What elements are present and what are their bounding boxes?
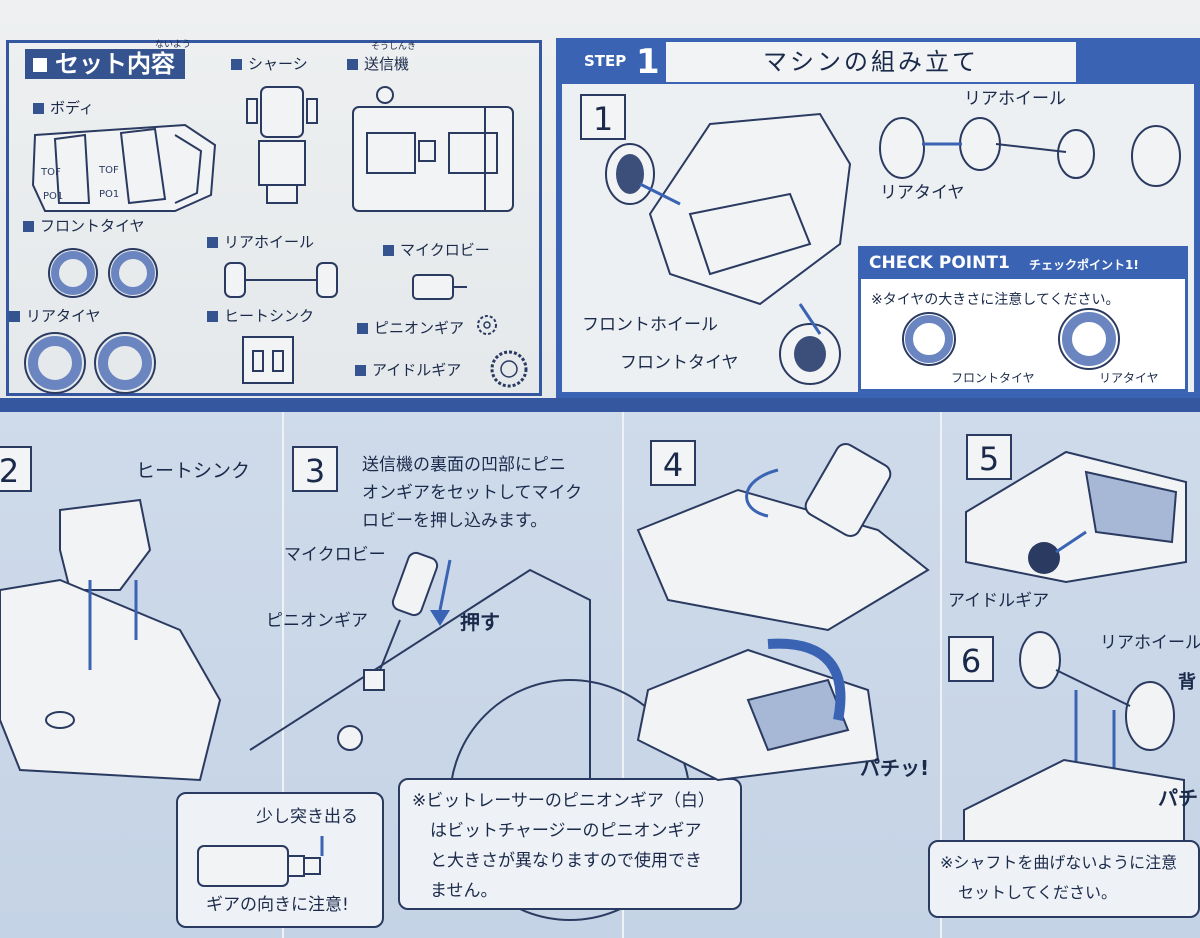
- step-number-1: 1: [580, 94, 626, 140]
- checkpoint-subtitle: チェックポイント1!: [1029, 258, 1139, 272]
- step-number-4: 4: [650, 440, 696, 486]
- rear-wheel-axle-illustration: [224, 262, 338, 298]
- parts-item-chassis: シャーシ: [231, 53, 308, 74]
- checkpoint-text: ※タイヤの大きさに注意してください。: [871, 292, 1120, 308]
- step6-snap-text: パチ: [1158, 786, 1198, 810]
- bullet-icon: [9, 311, 20, 322]
- idle-gear-icon: [490, 350, 528, 388]
- header-ruby: ないよう: [155, 40, 191, 50]
- idle-gear-label: アイドルギア: [948, 591, 1050, 611]
- tip-top-text: 少し突き出る: [256, 807, 358, 827]
- front-wheel-label: フロントホイール: [582, 315, 718, 335]
- bullet-icon: [23, 221, 34, 232]
- step-separator: [940, 412, 942, 938]
- bullet-icon: [207, 237, 218, 248]
- checkpoint-rear-label: リアタイヤ: [1099, 371, 1159, 385]
- step3-line-1: 送信機の裏面の凹部にピニ: [362, 455, 566, 475]
- rear-wheel-label: リアホイール: [964, 89, 1066, 109]
- step6-side-char: 背: [1178, 672, 1196, 693]
- parts-list-panel: セット内容 ないよう シャーシ 送信機 そうしんき ボディ フロントタイヤ リア…: [6, 40, 542, 396]
- step1-chassis-illustration: [605, 112, 852, 385]
- checkpoint-box: CHECK POINT1 チェックポイント1! ※タイヤの大きさに注意してくださ…: [858, 246, 1188, 392]
- step4-illustration: [636, 443, 930, 782]
- step-number-3: 3: [292, 446, 338, 492]
- step4-snap-text: パチッ!: [860, 756, 930, 780]
- step-separator: [622, 412, 624, 938]
- front-tire-label: フロントタイヤ: [620, 353, 739, 373]
- parts-item-body: ボディ: [33, 97, 94, 118]
- step1-panel: STEP 1 マシンの組み立て 1 フロントホイール フロントタイヤ: [556, 38, 1200, 398]
- micro-motor-label: マイクロビー: [284, 545, 386, 565]
- push-label: 押す: [460, 610, 500, 634]
- shaft-note-line-2: セットしてください。: [958, 883, 1118, 902]
- step-number-2: 2: [0, 446, 32, 492]
- step5-illustration: [965, 450, 1187, 584]
- shaft-note-line-1: ※シャフトを曲げないように注意: [940, 853, 1178, 872]
- bullet-icon: [383, 245, 394, 256]
- bullet-icon: [355, 365, 366, 376]
- body-text-4: PO1: [99, 189, 119, 200]
- body-illustration: TOF PO1 TOF PO1: [31, 123, 217, 212]
- step-number-5: 5: [966, 434, 1012, 480]
- note-line-1: ※ビットレーサーのピニオンギア（白）: [412, 791, 715, 811]
- transmitter-ruby: そうしんき: [371, 42, 417, 52]
- step6-illustration: [963, 631, 1185, 851]
- step6-rear-wheel-label: リアホイール: [1100, 633, 1200, 653]
- parts-item-transmitter: 送信機: [347, 53, 409, 74]
- rear-tire-label: リアタイヤ: [880, 183, 965, 203]
- parts-item-rear-tire: リアタイヤ: [9, 305, 101, 326]
- step1-header: STEP 1 マシンの組み立て: [556, 38, 1200, 84]
- heatsink-illustration: [242, 336, 294, 384]
- front-tires-illustration: [48, 248, 158, 298]
- checkpoint-title: CHECK POINT1: [869, 253, 1010, 273]
- rear-tires-illustration: [24, 332, 156, 394]
- step1-title: マシンの組み立て: [666, 42, 1076, 82]
- checkpoint-header: CHECK POINT1 チェックポイント1!: [861, 249, 1185, 279]
- bullet-icon: [207, 311, 218, 322]
- parts-item-rear-wheel: リアホイール: [207, 231, 314, 252]
- note-line-2: はビットチャージーのピニオンギア: [430, 821, 702, 841]
- body-text-2: PO1: [43, 191, 63, 202]
- step-number-6: 6: [948, 636, 994, 682]
- pinion-compatibility-note: ※ビットレーサーのピニオンギア（白） はビットチャージーのピニオンギア と大きさ…: [398, 778, 742, 910]
- bullet-icon: [33, 103, 44, 114]
- checkpoint-front-label: フロントタイヤ: [951, 371, 1035, 385]
- pinion-gear-label: ピニオンギア: [266, 611, 368, 631]
- step3-line-2: オンギアをセットしてマイク: [362, 483, 583, 503]
- step1-rear-wheel-illustration: [879, 117, 1181, 187]
- bullet-icon: [231, 59, 242, 70]
- parts-list-header: セット内容: [25, 49, 185, 79]
- body-text-3: TOF: [98, 165, 119, 176]
- step-separator: [282, 412, 284, 938]
- note-line-4: ません。: [430, 881, 498, 901]
- bullet-icon: [347, 59, 358, 70]
- chassis-illustration: [246, 86, 318, 204]
- parts-item-idle-gear: アイドルギア: [355, 359, 461, 380]
- parts-item-heatsink: ヒートシンク: [207, 305, 314, 326]
- tip-motor-illustration: [197, 836, 324, 887]
- note-line-3: と大きさが異なりますので使用でき: [430, 851, 702, 871]
- micro-motor-illustration: [412, 274, 467, 300]
- tip-bottom-text: ギアの向きに注意!: [206, 895, 349, 915]
- parts-item-micro-motor: マイクロビー: [383, 239, 490, 260]
- bullet-icon: [357, 323, 368, 334]
- pinion-gear-icon: [477, 315, 497, 335]
- checkpoint-tires-illustration: [902, 308, 1120, 370]
- heatsink-label: ヒートシンク: [136, 460, 251, 482]
- gear-orientation-tip: 少し突き出る ギアの向きに注意!: [176, 792, 384, 928]
- shaft-caution-note: ※シャフトを曲げないように注意 セットしてください。: [928, 840, 1200, 918]
- step1-body: 1 フロントホイール フロントタイヤ: [562, 84, 1194, 392]
- transmitter-illustration: [352, 86, 514, 212]
- step1-number-badge: STEP 1: [584, 42, 660, 82]
- step2-illustration: [0, 498, 222, 782]
- section-divider: [0, 398, 1200, 412]
- square-icon: [33, 58, 47, 72]
- parts-item-pinion-gear: ピニオンギア: [357, 317, 464, 338]
- parts-item-front-tire: フロントタイヤ: [23, 215, 145, 236]
- step3-line-3: ロビーを押し込みます。: [362, 511, 548, 531]
- body-text-1: TOF: [40, 167, 61, 178]
